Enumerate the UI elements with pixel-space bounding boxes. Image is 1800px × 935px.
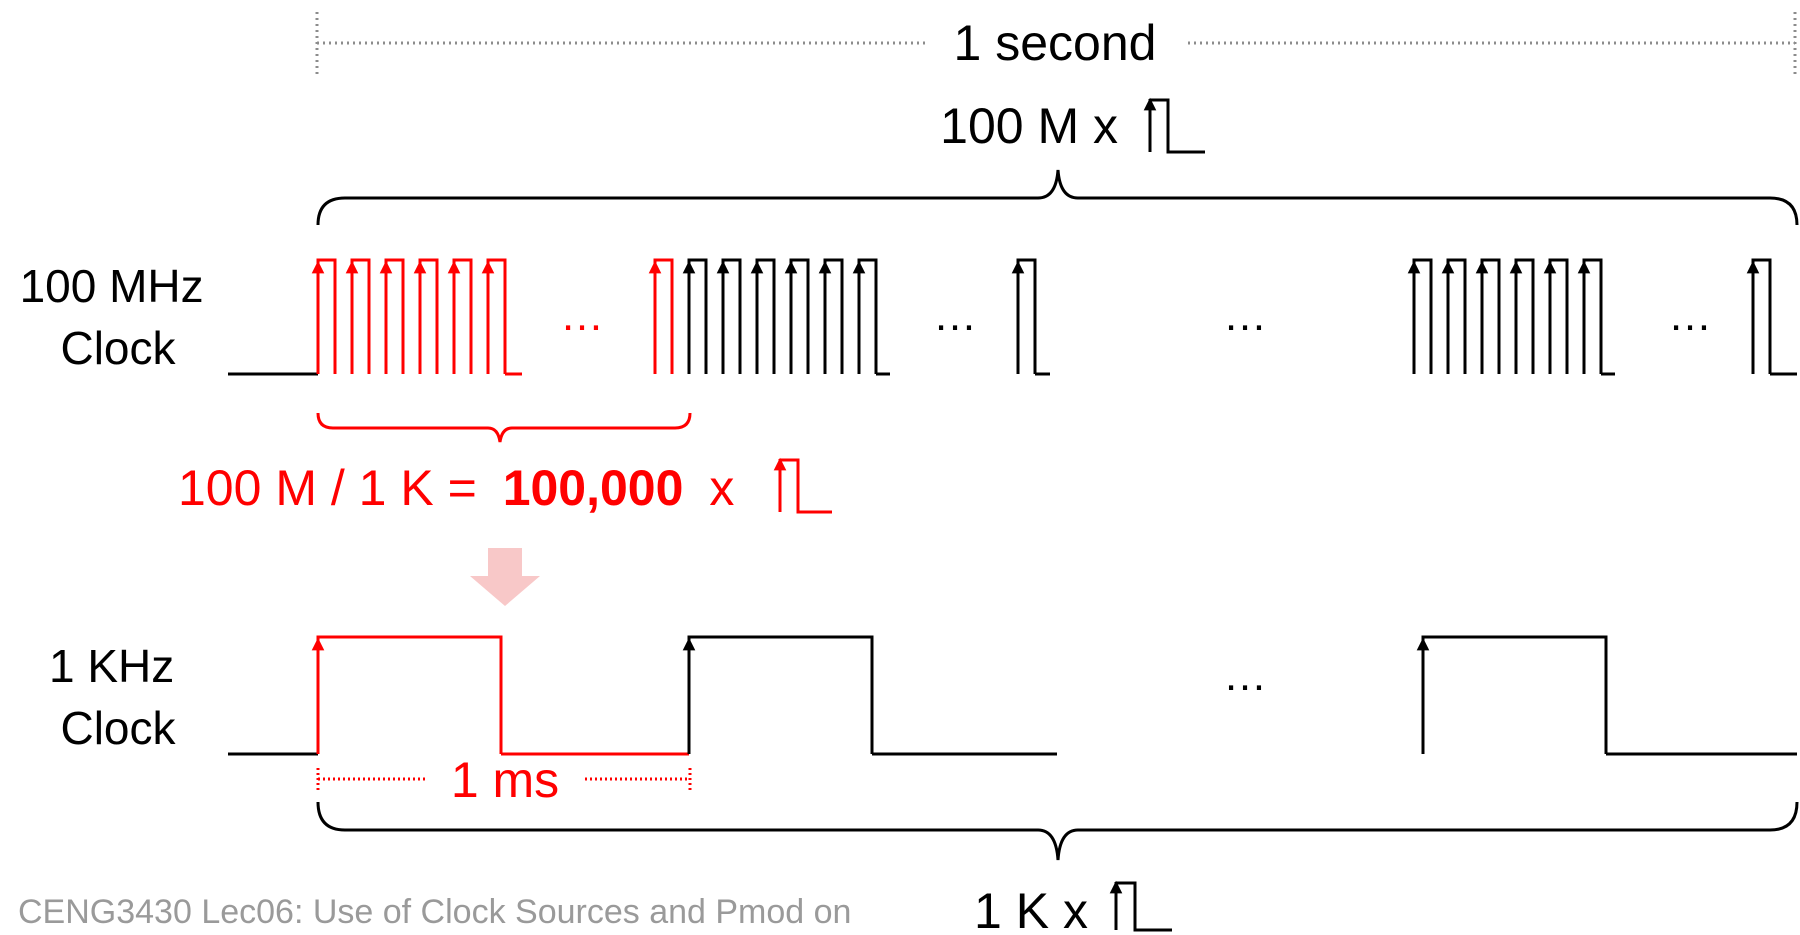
fast-pulse [721,258,742,374]
fast-pulse [755,258,776,374]
bottom-count-label-group: 1 K x [974,880,1172,935]
slow-pulse-red [316,635,503,754]
fast-pulse [823,258,844,374]
slow-pulse [687,635,874,754]
fast-clock-label-line1: 100 MHz [20,260,204,312]
fast-pulse-red [452,258,473,374]
top-count-label: 100 M x [940,98,1118,154]
division-result: 100,000 [503,460,684,516]
rising-edge-icon-bottom [1109,880,1172,932]
fast-pulse [1582,258,1603,374]
fast-pulse [1446,258,1467,374]
fast-ellipsis-3: … [1668,291,1712,340]
fast-ellipsis-1: … [933,291,977,340]
fast-pulse [1412,258,1433,374]
fast-ellipsis-red: … [560,291,604,340]
fast-pulse-red [384,258,405,374]
fast-pulse-red [418,258,439,374]
slow-clock-label-line2: Clock [60,702,176,754]
fast-pulse-red [486,258,507,374]
fast-pulse [1548,258,1569,374]
division-label: 100 M / 1 K = 100,000 x [178,460,734,516]
fast-pulse [687,258,708,374]
top-brace [316,169,1799,226]
top-count-label-group: 100 M x [940,97,1205,154]
rising-edge-icon [1143,97,1205,154]
footer-text: CENG3430 Lec06: Use of Clock Sources and… [18,893,852,931]
fast-pulse-red [316,258,337,374]
one-second-label: 1 second [954,15,1157,71]
down-arrow-icon [470,548,540,606]
fast-clock-waveform [228,258,1797,376]
fast-pulse-last [1751,258,1772,374]
slow-ellipsis: … [1223,651,1267,700]
fast-pulse-red [350,258,371,374]
bottom-brace [316,801,1799,861]
rising-edge-icon-red [773,457,832,514]
division-prefix: 100 M / 1 K = [178,460,477,516]
fast-pulse-red-last [653,258,674,374]
fast-ellipsis-2: … [1223,291,1267,340]
division-label-group: 100 M / 1 K = 100,000 x [178,457,832,516]
slow-clock-label: 1 KHz Clock [49,640,187,754]
slow-clock-label-line1: 1 KHz [49,640,174,692]
fast-pulse [1480,258,1501,374]
red-brace [316,412,692,443]
slow-clock-waveform [228,635,1797,756]
slow-pulse [1421,635,1608,754]
one-second-span: 1 second [315,12,1797,78]
fast-pulse [789,258,810,374]
fast-pulse [1514,258,1535,374]
fast-clock-label-line2: Clock [60,322,176,374]
fast-pulse [857,258,878,374]
period-label: 1 ms [451,752,559,808]
fast-clock-label: 100 MHz Clock [20,260,217,374]
division-suffix: x [709,460,734,516]
fast-pulse-single [1016,258,1037,374]
bottom-count-label: 1 K x [974,883,1088,935]
period-measurement: 1 ms [316,752,692,808]
